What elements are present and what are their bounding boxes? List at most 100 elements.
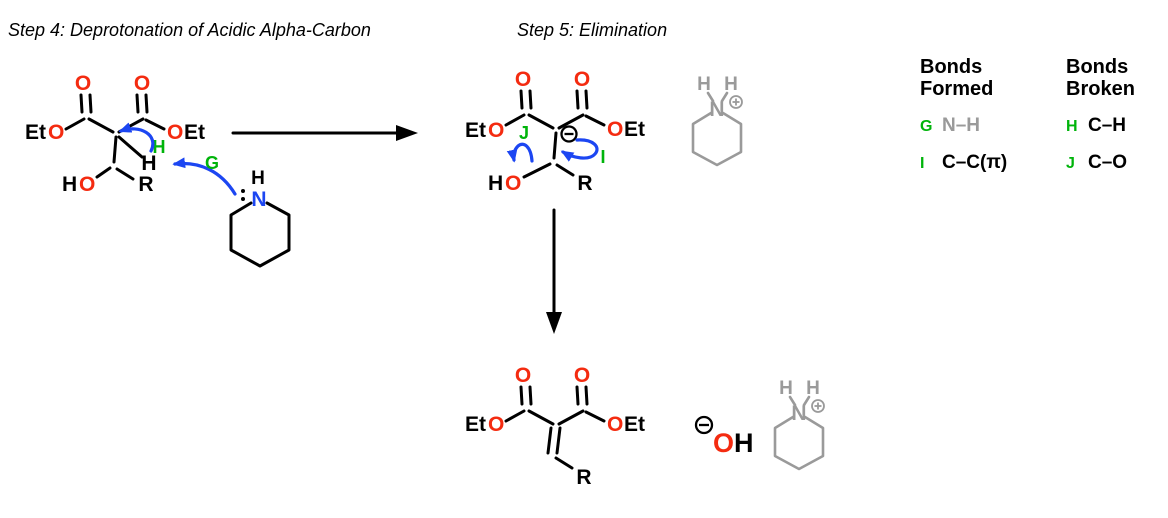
atom-label-H: H bbox=[779, 378, 793, 399]
atom-label-N: N bbox=[791, 402, 806, 425]
atom-label-Et: Et bbox=[465, 413, 486, 436]
atom-label-O: O bbox=[574, 364, 590, 387]
atom-label-N: N bbox=[709, 98, 724, 121]
curved-arrow-j-co-cleavage bbox=[506, 142, 534, 163]
reaction-arrow-down bbox=[546, 208, 562, 334]
step5-carbanion-molecule: O O Et O O Et H O R J I bbox=[465, 68, 645, 195]
bond-line bbox=[527, 113, 555, 130]
arrow-head bbox=[546, 312, 562, 334]
atom-label-H: H bbox=[734, 428, 754, 458]
double-bond-line bbox=[546, 426, 553, 455]
bond-line bbox=[555, 163, 575, 177]
bond-key-I-label: I bbox=[600, 147, 605, 167]
legend-key: G bbox=[920, 118, 933, 135]
legend-key: J bbox=[1066, 155, 1075, 172]
curved-arrow-i-pi-bond bbox=[560, 138, 599, 162]
header-line: Bonds bbox=[920, 56, 983, 78]
bond-line bbox=[117, 135, 144, 159]
bond-line bbox=[554, 456, 574, 470]
step4-reactant-molecule: O O Et O O Et H O R H H bbox=[25, 72, 205, 196]
alpha-hydrogen-label: H bbox=[141, 152, 156, 175]
atom-label-O: O bbox=[607, 413, 623, 436]
atom-label-Et: Et bbox=[184, 121, 205, 144]
atom-label-H: H bbox=[62, 173, 77, 196]
minus-charge-icon bbox=[560, 125, 578, 143]
bond-line bbox=[64, 117, 86, 131]
bond-line bbox=[575, 385, 580, 406]
legend-key: I bbox=[920, 155, 925, 172]
atom-label-Et: Et bbox=[624, 413, 645, 436]
bond-line bbox=[115, 167, 135, 181]
atom-label-Et: Et bbox=[25, 121, 46, 144]
step4-title: Step 4: Deprotonation of Acidic Alpha-Ca… bbox=[8, 20, 371, 40]
bond-line bbox=[552, 131, 558, 160]
bond-line bbox=[706, 91, 715, 103]
bond-line bbox=[144, 118, 166, 131]
product-molecule: O O Et O O Et R bbox=[465, 364, 645, 489]
legend-bond: C–C(π) bbox=[942, 152, 1008, 173]
atom-label-O: O bbox=[488, 119, 504, 142]
atom-label-O: O bbox=[488, 413, 504, 436]
double-bond-line bbox=[555, 426, 562, 455]
curved-arrow-h-to-carbon bbox=[118, 122, 155, 153]
piperidinium-ring bbox=[773, 415, 825, 471]
bond-line bbox=[88, 93, 93, 114]
legend-key: H bbox=[1066, 118, 1078, 135]
hydroxide-ion: O H bbox=[694, 415, 754, 458]
atom-label-Et: Et bbox=[465, 119, 486, 142]
bond-line bbox=[575, 89, 580, 110]
atom-label-O: O bbox=[515, 68, 531, 91]
atom-label-R: R bbox=[576, 466, 591, 489]
legend-bond: C–H bbox=[1088, 115, 1127, 136]
plus-charge-icon bbox=[729, 95, 743, 109]
bond-line bbox=[504, 409, 526, 423]
atom-label-O: O bbox=[607, 118, 623, 141]
atom-label-O: O bbox=[75, 72, 91, 95]
bond-line bbox=[519, 385, 524, 406]
atom-label-H: H bbox=[251, 168, 265, 189]
bond-line bbox=[79, 93, 84, 114]
reaction-arrow-right bbox=[231, 125, 418, 141]
piperidinium-ion-step5: H H N bbox=[691, 74, 743, 167]
atom-label-H: H bbox=[488, 172, 503, 195]
bond-line bbox=[584, 114, 606, 127]
atom-label-O: O bbox=[574, 68, 590, 91]
atom-label-O: O bbox=[713, 428, 734, 458]
atom-label-H: H bbox=[806, 378, 820, 399]
lone-pair-dot bbox=[241, 197, 245, 201]
header-line: Formed bbox=[920, 78, 994, 100]
bond-line bbox=[528, 89, 533, 110]
atom-label-N: N bbox=[251, 188, 266, 211]
bond-key-G-label: G bbox=[205, 153, 219, 173]
bond-line bbox=[135, 93, 140, 114]
bond-line bbox=[802, 395, 811, 407]
bond-key-J-label: J bbox=[519, 123, 529, 143]
bond-key-H-label: H bbox=[153, 137, 166, 157]
piperidinium-ring bbox=[691, 111, 743, 167]
piperidinium-ion-product: H H N bbox=[773, 378, 825, 471]
atom-label-H: H bbox=[697, 74, 711, 95]
atom-label-O: O bbox=[515, 364, 531, 387]
header-line: Bonds bbox=[1066, 56, 1129, 78]
step5-title: Step 5: Elimination bbox=[517, 20, 668, 40]
header-line: Broken bbox=[1066, 78, 1135, 100]
lone-pair-dot bbox=[241, 189, 245, 193]
bond-line bbox=[87, 117, 115, 134]
bonds-formed-header: Bonds Formed bbox=[920, 56, 1007, 100]
bond-line bbox=[528, 385, 533, 406]
piperidine-ring bbox=[229, 201, 291, 268]
minus-charge-icon bbox=[694, 415, 714, 435]
atom-label-Et: Et bbox=[624, 118, 645, 141]
bond-line bbox=[522, 162, 552, 179]
bond-line bbox=[557, 113, 585, 130]
atom-label-R: R bbox=[138, 173, 153, 196]
arrow-head bbox=[396, 125, 418, 141]
bond-line bbox=[144, 93, 149, 114]
legend-row-I: I C–C(π) bbox=[920, 152, 1007, 174]
curved-arrow-g-deprotonation bbox=[172, 157, 237, 196]
